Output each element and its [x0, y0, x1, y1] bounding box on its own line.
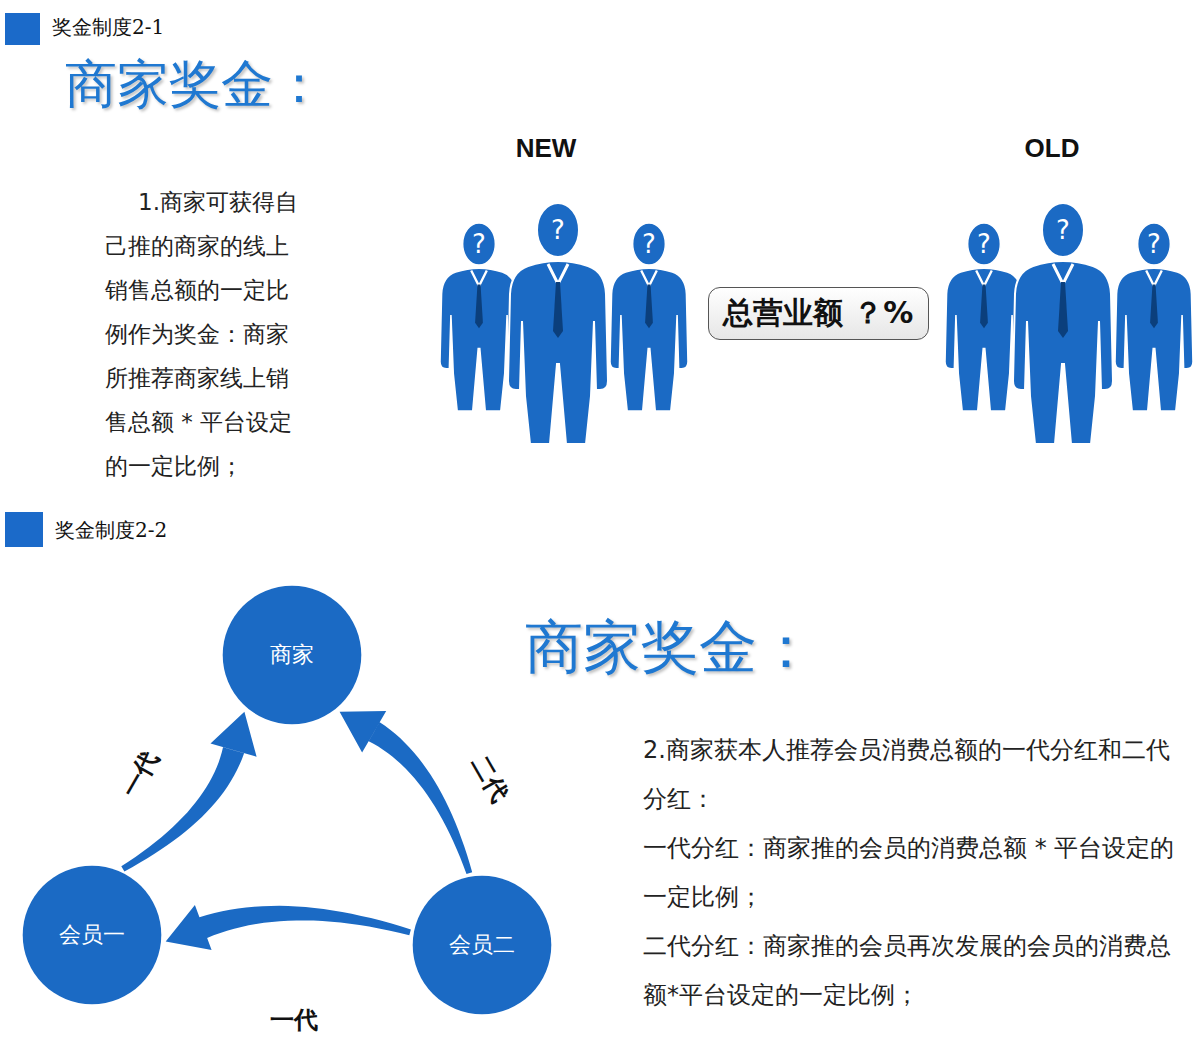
- circle-fill: [23, 866, 162, 1005]
- person-figure: [440, 223, 518, 411]
- person-figure: [610, 223, 688, 411]
- section-title: 商家奖金：: [525, 612, 815, 682]
- section-header: 奖金制度2-2: [55, 517, 167, 543]
- body-text: 二代分红：商家推的会员再次发展的会员的消费总额*平台设定的一定比例；: [643, 922, 1191, 1020]
- edge-label: 一代: [270, 1006, 318, 1034]
- section-title: 商家奖金：: [65, 52, 325, 116]
- node-text: 总营业额 ？%: [723, 295, 914, 330]
- node-text: 会员二: [449, 930, 515, 960]
- header-square: [5, 512, 43, 547]
- flow-arrow: [166, 905, 411, 950]
- edge-label: 一代: [116, 746, 164, 802]
- question-mark: ?: [634, 228, 664, 260]
- group-label: OLD: [1002, 133, 1102, 163]
- person-figure: [508, 203, 608, 444]
- person-figure: [945, 223, 1023, 411]
- edge-label: 二代: [466, 751, 514, 807]
- node-text: 会员一: [59, 920, 125, 950]
- question-mark: ?: [464, 228, 494, 260]
- circle-node: 会员一: [22, 865, 162, 1005]
- question-mark: ?: [1139, 228, 1169, 260]
- body-text: 2.商家获本人推荐会员消费总额的一代分红和二代分红：: [643, 726, 1191, 824]
- flow-arrow: [340, 711, 473, 874]
- person-figure: [1013, 203, 1113, 444]
- group-label: NEW: [496, 133, 596, 163]
- circle-fill: [413, 876, 552, 1015]
- person-figure: [1115, 223, 1193, 411]
- circle-node: 会员二: [412, 875, 552, 1015]
- section-header: 奖金制度2-1: [52, 14, 164, 40]
- body-text: 一代分红：商家推的会员的消费总额 * 平台设定的一定比例；: [643, 824, 1191, 922]
- header-square: [5, 13, 40, 45]
- node-text: 商家: [270, 640, 314, 670]
- circle-fill: [223, 586, 362, 725]
- question-mark: ?: [543, 214, 573, 246]
- question-mark: ?: [1048, 214, 1078, 246]
- circle-node: 商家: [222, 585, 362, 725]
- question-mark: ?: [969, 228, 999, 260]
- rounded-box: 总营业额 ？%: [708, 287, 929, 340]
- body-text: 1.商家可获得自己推的商家的线上销售总额的一定比例作为奖金：商家所推荐商家线上销…: [105, 180, 310, 488]
